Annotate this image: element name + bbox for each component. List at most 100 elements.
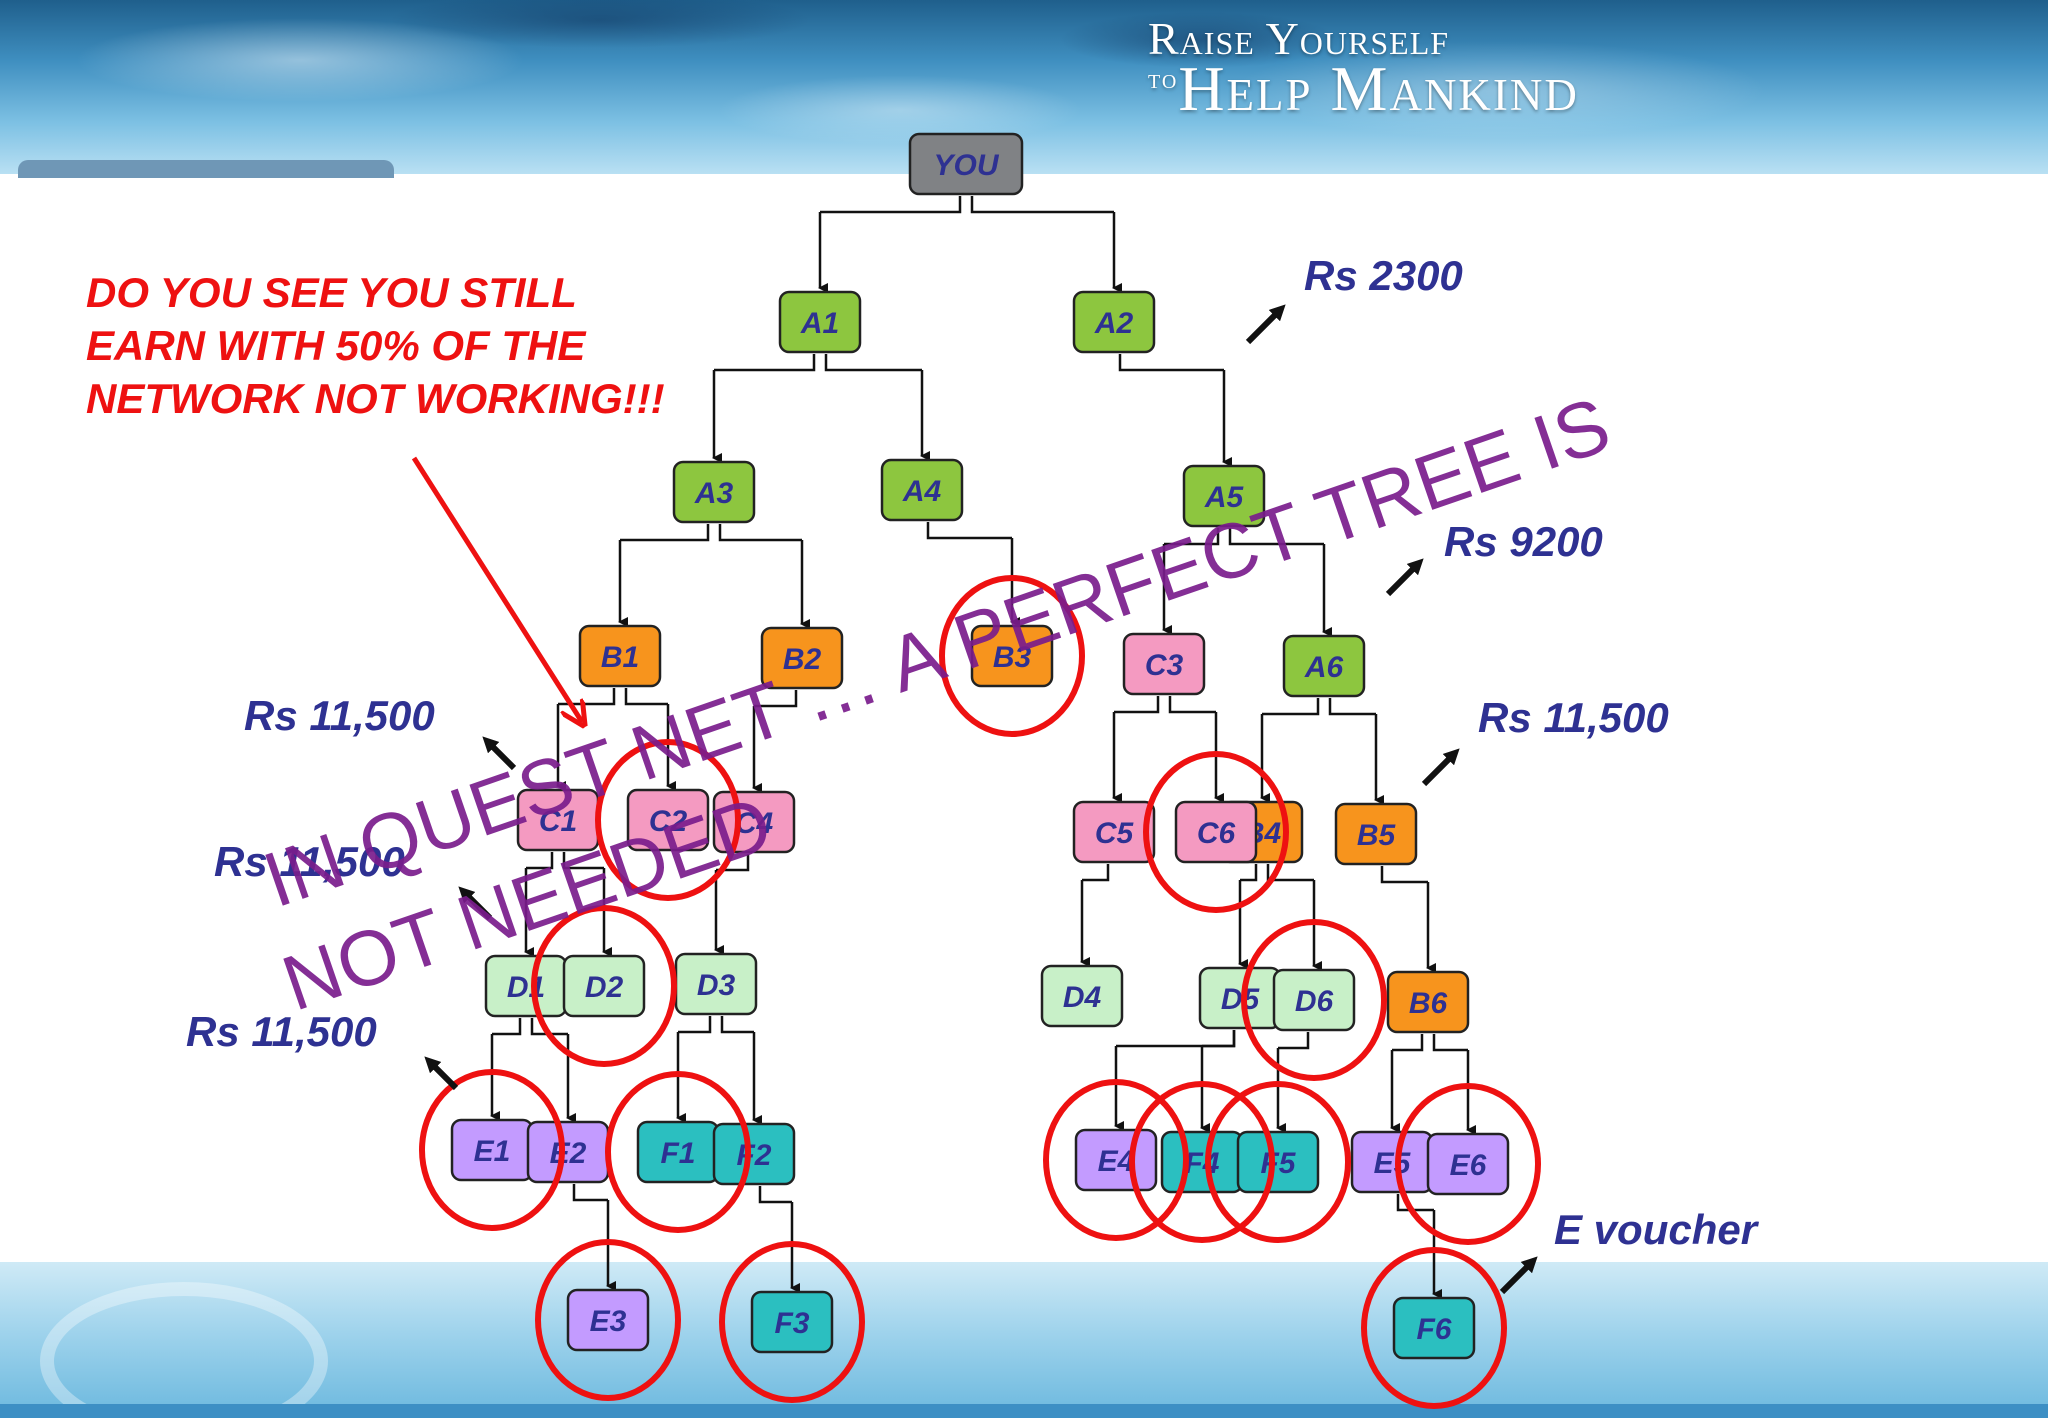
node-label-b1: B1 [601,641,639,674]
earning-arrow-11500-left-bottom [424,1056,459,1091]
highlight-circle-d6 [1241,919,1387,1081]
footer-band [0,1262,2048,1418]
node-you: YOU [908,132,1024,196]
node-label-e6: E6 [1450,1149,1487,1182]
earning-arrow-9200 [1385,558,1424,597]
node-label-f3: F3 [774,1307,809,1340]
node-box-e3 [566,1288,650,1352]
node-label-you: YOU [933,149,999,182]
earning-label-11500-right: Rs 11,500 [1478,694,1669,741]
node-label-e4: E4 [1098,1145,1135,1178]
tagline-prefix: to [1148,64,1179,95]
node-label-b6: B6 [1409,987,1448,1020]
note-pointer-arrow [411,456,582,722]
earning-label-11500-left-mid: Rs 11,500 [214,838,405,885]
node-f2: F2 [712,1122,796,1186]
node-d5: D5 [1198,966,1282,1030]
node-label-d2: D2 [585,971,624,1004]
connector-c3-c6 [1168,696,1216,714]
highlight-circle-f1 [605,1071,751,1233]
node-box-a4 [880,458,964,522]
node-e3: E3 [566,1288,650,1352]
connector-b6-e5 [1392,1034,1424,1052]
node-a4: A4 [880,458,964,522]
connector-e5-f6 [1396,1194,1434,1212]
node-d4: D4 [1040,964,1124,1028]
connector-a1-a3 [714,354,816,372]
node-box-b2 [760,626,844,690]
earning-arrow-11500-right [1421,748,1460,787]
node-box-b6 [1386,970,1470,1034]
connector-c3-c5 [1114,696,1160,714]
highlight-circle-c6 [1143,751,1289,913]
highlight-circle-c2 [595,739,741,901]
connectors [490,196,1476,1299]
node-box-a1 [778,290,862,354]
node-b1: B1 [578,624,662,688]
node-label-d6: D6 [1295,985,1334,1018]
node-c4: C4 [712,790,796,854]
node-c3: C3 [1122,632,1206,696]
connector-d6-f5 [1278,1032,1310,1050]
highlight-circle-f4 [1129,1081,1275,1243]
connector-a3-b1 [620,524,710,542]
connector-a6-b5 [1328,698,1376,716]
node-d3: D3 [674,952,758,1016]
node-box-c3 [1122,632,1206,696]
highlight-circle-b3 [939,575,1085,737]
node-box-you [908,132,1024,196]
node-label-c2: C2 [649,805,688,838]
highlight-circles [419,575,1541,1409]
connector-b5-b6 [1380,866,1428,884]
node-e5: E5 [1350,1130,1434,1194]
node-a5: A5 [1182,464,1266,528]
tagline-line1: Raise Yourself [1148,13,1450,64]
connector-d1-e1 [492,1018,522,1036]
connector-a2-a5 [1118,354,1224,372]
node-box-a5 [1182,464,1266,528]
connector-d5-e4 [1116,1030,1236,1048]
earning-label-2300: Rs 2300 [1304,252,1463,299]
node-box-b5 [1334,802,1418,866]
earning-label-9200: Rs 9200 [1444,518,1603,565]
node-label-f2: F2 [736,1139,771,1172]
node-box-b3 [970,624,1054,688]
highlight-circle-e6 [1395,1083,1541,1245]
node-label-d4: D4 [1063,981,1102,1014]
connector-you-a1 [820,196,962,214]
node-f6: F6 [1392,1296,1476,1360]
connector-d1-e2 [530,1018,568,1036]
node-label-c3: C3 [1145,649,1184,682]
connector-c1-d1 [526,852,554,870]
node-d2: D2 [562,954,646,1018]
connector-e2-e3 [572,1184,608,1202]
node-label-b3: B3 [993,641,1032,674]
connector-c4-d3 [716,854,750,872]
node-c5: C5 [1072,800,1156,864]
earning-arrow-2300 [1245,304,1286,345]
node-box-f6 [1392,1296,1476,1360]
connector-b1-c2 [624,688,668,706]
node-e4: E4 [1074,1128,1158,1192]
earning-arrow-11500-left-top [482,736,517,771]
node-f1: F1 [636,1120,720,1184]
earning-arrows [411,304,1538,1295]
node-b3: B3 [970,624,1054,688]
node-label-b5: B5 [1357,819,1397,852]
node-box-c6 [1174,800,1258,864]
tagline-main: Help Mankind [1178,53,1579,124]
node-box-d2 [562,954,646,1018]
node-e6: E6 [1426,1132,1510,1196]
node-box-f2 [712,1122,796,1186]
node-d1: D1 [484,954,568,1018]
connector-a5-a6 [1228,528,1324,546]
node-label-a3: A3 [694,477,734,510]
node-box-d4 [1040,964,1124,1028]
earning-arrow-11500-left-mid [458,886,493,921]
node-label-d3: D3 [697,969,736,1002]
highlight-circle-e1 [419,1069,565,1231]
connector-b6-e6 [1432,1034,1468,1052]
node-box-b1 [578,624,662,688]
